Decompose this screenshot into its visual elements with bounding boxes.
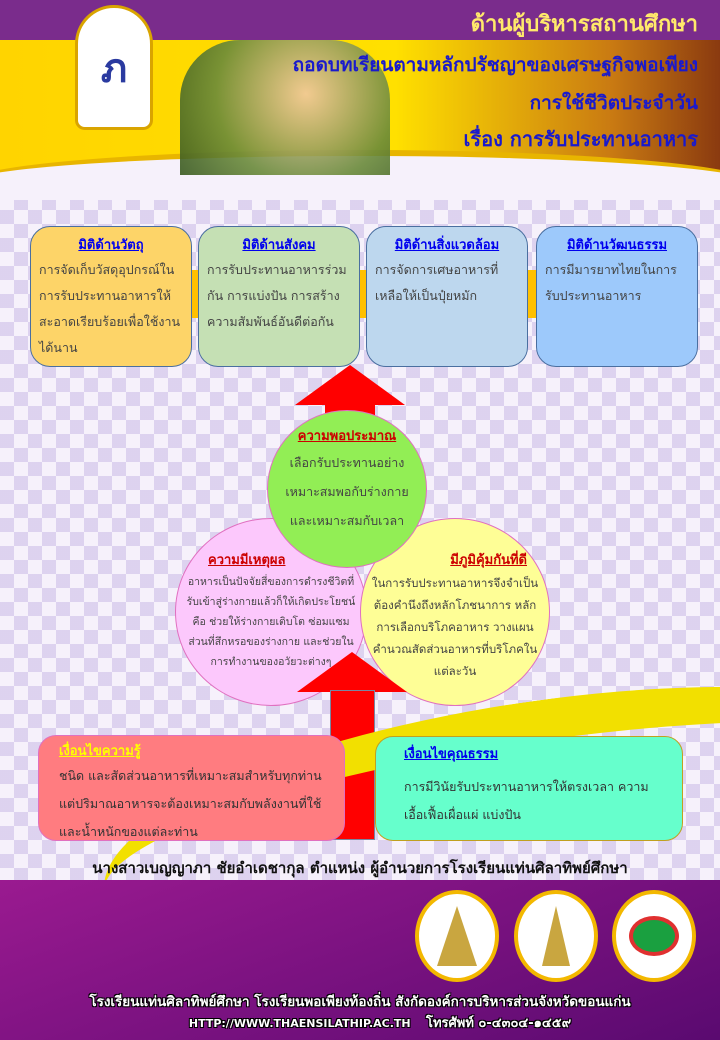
phone-number: โทรศัพท์ ๐-๔๓๐๔-๑๔๕๙ xyxy=(425,1016,572,1031)
stupa-icon xyxy=(542,906,570,966)
header-topic: เรื่อง การรับประทานอาหาร xyxy=(463,127,698,151)
condition-text: ชนิด และสัดส่วนอาหารที่เหมาะสมสำหรับทุกท… xyxy=(59,768,322,839)
arrow-up-icon xyxy=(297,652,407,692)
dimension-card-culture: มิติด้านวัฒนธรรม การมีมารยาทไทยในการรับป… xyxy=(536,226,698,367)
card-text: การจัดเก็บวัสดุอุปกรณ์ในการรับประทานอาหา… xyxy=(39,262,181,355)
condition-title: เงื่อนไขคุณธรรม xyxy=(404,747,499,762)
circle-text: เลือกรับประทานอย่างเหมาะสมพอกับร่างกายแล… xyxy=(285,455,409,528)
school-logo xyxy=(514,890,598,982)
card-title: มิติด้านสิ่งแวดล้อม xyxy=(394,238,500,253)
card-title: มิติด้านวัตถุ xyxy=(78,238,144,253)
dimension-card-environment: มิติด้านสิ่งแวดล้อม การจัดการเศษอาหารที่… xyxy=(366,226,528,367)
stupa-icon xyxy=(437,906,477,966)
footer-background xyxy=(0,880,720,1040)
header-banner: ภ ด้านผู้บริหารสถานศึกษา ถอดบทเรียนตามหล… xyxy=(0,0,720,200)
arrow-up-icon xyxy=(295,365,405,405)
emblem-glyph: ภ xyxy=(100,45,128,92)
card-title: มิติด้านสังคม xyxy=(242,238,316,253)
condition-morality: เงื่อนไขคุณธรรม การมีวินัยรับประทานอาหาร… xyxy=(375,736,683,841)
dimension-card-social: มิติด้านสังคม การรับประทานอาหารร่วมกัน ก… xyxy=(198,226,360,367)
header-subtitle: การใช้ชีวิตประจำวัน xyxy=(529,92,698,114)
dimension-card-material: มิติด้านวัตถุ การจัดเก็บวัสดุอุปกรณ์ในกา… xyxy=(30,226,192,367)
circle-title: มีภูมิคุ้มกันที่ดี xyxy=(450,553,527,568)
header-photo xyxy=(180,40,390,175)
header-category: ด้านผู้บริหารสถานศึกษา xyxy=(470,11,698,37)
footer-school: โรงเรียนแท่นศิลาทิพย์ศึกษา โรงเรียนพอเพี… xyxy=(89,994,631,1010)
condition-knowledge: เงื่อนไขความรู้ ชนิด และสัดส่วนอาหารที่เ… xyxy=(38,735,345,841)
circle-moderation: ความพอประมาณ เลือกรับประทานอย่างเหมาะสมพ… xyxy=(267,410,427,568)
sufficiency-school-logo xyxy=(612,890,696,982)
condition-title: เงื่อนไขความรู้ xyxy=(59,744,141,759)
circle-text: ในการรับประทานอาหารจึงจำเป็นต้องคำนึงถึง… xyxy=(371,576,539,678)
circle-title: ความมีเหตุผล xyxy=(208,553,286,568)
header-title: ถอดบทเรียนตามหลักปรัชญาของเศรษฐกิจพอเพีย… xyxy=(292,54,698,76)
obj-khonkaen-logo xyxy=(415,890,499,982)
card-title: มิติด้านวัฒนธรรม xyxy=(566,238,668,253)
footer-contact: HTTP://WWW.THAENSILATHIP.AC.TH โทรศัพท์ … xyxy=(0,1012,720,1033)
author-line: นางสาวเบญญาภา ชัยอำเดชากุล ตำแหน่ง ผู้อำ… xyxy=(92,859,628,877)
tree-icon xyxy=(629,916,679,956)
card-text: การมีมารยาทไทยในการรับประทานอาหาร xyxy=(545,262,677,303)
royal-emblem-logo: ภ xyxy=(75,5,153,130)
card-text: การจัดการเศษอาหารที่เหลือให้เป็นปุ๋ยหมัก xyxy=(375,262,499,303)
website-link[interactable]: HTTP://WWW.THAENSILATHIP.AC.TH xyxy=(188,1017,411,1030)
card-text: การรับประทานอาหารร่วมกัน การแบ่งปัน การส… xyxy=(207,262,347,329)
circle-title: ความพอประมาณ xyxy=(297,429,397,444)
condition-text: การมีวินัยรับประทานอาหารให้ตรงเวลา ความเ… xyxy=(404,779,649,822)
